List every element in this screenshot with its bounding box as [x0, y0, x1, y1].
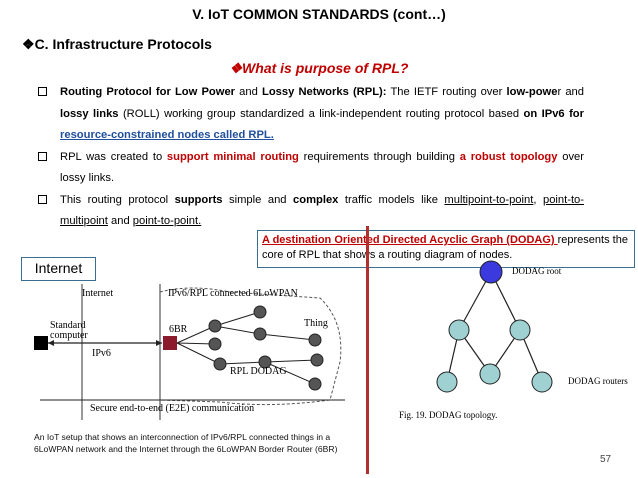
border-router-icon	[163, 336, 177, 350]
bullet-text: RPL was created to	[60, 150, 167, 163]
bullet-text: point-to-multipoint	[60, 193, 585, 228]
bullet-list: Routing Protocol for Low Power and Lossy…	[38, 82, 584, 233]
bullet-text: point-to-point.	[132, 215, 202, 227]
thing-node-icon	[253, 305, 267, 319]
bullet-text: r and	[557, 86, 584, 98]
thing-node-icon	[258, 355, 272, 369]
section-heading: ❖C. Infrastructure Protocols	[22, 36, 212, 53]
thing-node-icon	[308, 333, 322, 347]
dodag-link	[214, 311, 261, 327]
dodag-link	[259, 333, 316, 341]
thing-node-icon	[308, 377, 322, 391]
diamond-bullet-icon: ❖	[22, 36, 35, 52]
bullet-text: This routing protocol	[60, 193, 175, 206]
bullet-item: This routing protocol supports simple an…	[38, 190, 584, 233]
dodag-link	[264, 359, 318, 363]
checkbox-bullet-icon	[38, 87, 47, 96]
bullet-text: ,	[533, 193, 543, 206]
thing-node-icon	[253, 327, 267, 341]
dodag-callout-link[interactable]: A destination Oriented Directed Acyclic …	[262, 234, 558, 246]
bullet-text: on IPv6 for	[523, 107, 584, 120]
bullet-text: lossy links	[60, 107, 119, 120]
dodag-link	[219, 361, 266, 365]
checkbox-bullet-icon	[38, 194, 47, 204]
bullet-text: requirements through building	[298, 150, 460, 163]
bullet-text: Lossy Networks (RPL):	[261, 86, 387, 98]
dodag-figure-caption: Fig. 19. DODAG topology.	[399, 410, 497, 420]
standard-text: Standard	[50, 320, 86, 331]
dodag-routers-text: DODAG routers	[568, 376, 628, 386]
dodag-link	[264, 361, 316, 385]
bullet-text: The IETF routing over	[386, 86, 507, 98]
question-label: What is purpose of RPL?	[242, 60, 409, 76]
slide-title: V. IoT COMMON STANDARDS (cont…)	[192, 6, 446, 22]
e2e-text: Secure end-to-end (E2E) communication	[90, 403, 254, 414]
standard-computer-icon	[34, 336, 48, 350]
bullet-text: traffic models like	[338, 193, 445, 206]
dodag-link	[176, 325, 216, 344]
bullet-text: over lossy links.	[60, 150, 585, 185]
bullet-text: and	[107, 215, 133, 227]
bullet-text: multipoint-to-point	[444, 193, 534, 206]
checkbox-bullet-icon	[38, 151, 47, 161]
bullet-text: (ROLL) working group standardized a link…	[118, 107, 524, 120]
dodag-callout-text: represents the core of RPL that shows a …	[262, 234, 628, 261]
arrow-right-icon	[156, 340, 162, 346]
dodag-callout: A destination Oriented Directed Acyclic …	[257, 230, 635, 268]
dodag-router-node-icon	[509, 319, 531, 341]
bullet-text: Routing Protocol for Low Power	[60, 86, 236, 98]
dodag-root-text: DODAG root	[512, 266, 562, 276]
thing-text: Thing	[304, 318, 328, 329]
vertical-divider	[366, 226, 369, 474]
section-label: C. Infrastructure Protocols	[34, 36, 212, 52]
bullet-item: RPL was created to support minimal routi…	[38, 147, 584, 190]
thing-node-icon	[310, 353, 324, 367]
bullet-text: simple and	[222, 193, 294, 206]
diamond-bullet-icon: ❖	[229, 60, 243, 76]
internet-text: Internet	[82, 288, 113, 299]
dodag-link	[176, 342, 221, 365]
dodag-root-node-icon	[479, 260, 503, 284]
figure-caption: An IoT setup that shows an interconnecti…	[34, 432, 338, 454]
dodag-text: RPL DODAG	[230, 366, 287, 377]
internet-label-box: Internet	[21, 257, 96, 281]
sixbr-text: 6BR	[169, 324, 188, 335]
bullet-text: and	[235, 86, 262, 98]
bullet-item: Routing Protocol for Low Power and Lossy…	[38, 82, 584, 147]
lowpan-cloud-outline	[159, 287, 342, 406]
bullet-text: support minimal routing	[166, 150, 299, 163]
dodag-link	[214, 325, 261, 335]
bullet-text: complex	[293, 193, 339, 206]
bullet-text: supports	[174, 193, 223, 206]
bullet-text: low-powe	[506, 86, 558, 98]
computer-text: computer	[50, 330, 88, 341]
dodag-router-node-icon	[479, 363, 501, 385]
dodag-router-node-icon	[531, 371, 553, 393]
bullet-text[interactable]: resource-constrained nodes called RPL.	[60, 129, 274, 141]
page-number: 57	[600, 454, 612, 465]
dodag-router-node-icon	[436, 371, 458, 393]
question-heading: ❖What is purpose of RPL?	[0, 60, 638, 77]
thing-node-icon	[213, 357, 227, 371]
dodag-router-node-icon	[448, 319, 470, 341]
thing-node-icon	[208, 337, 222, 351]
ipv6-text: IPv6	[92, 348, 111, 359]
iot-setup-diagram: Internet IPv6/RPL connected 6LoWPAN Stan…	[34, 284, 345, 420]
thing-node-icon	[208, 319, 222, 333]
bullet-text: a robust topology	[459, 150, 558, 163]
arrow-left-icon	[48, 340, 54, 346]
dodag-topology-diagram: DODAG root DODAG routers Fig. 19. DODAG …	[399, 260, 628, 420]
connected-text: IPv6/RPL connected 6LoWPAN	[168, 288, 298, 299]
